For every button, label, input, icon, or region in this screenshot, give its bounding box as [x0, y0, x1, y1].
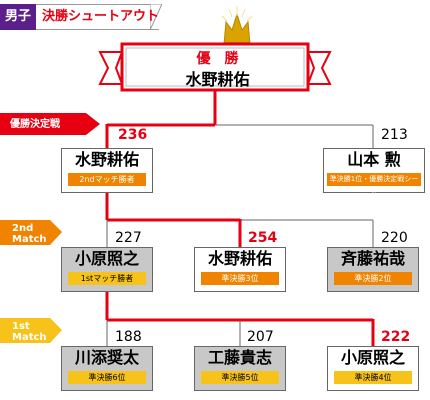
player-name: 小原照之 — [74, 249, 139, 268]
player-note: 2ndマッチ勝者 — [68, 173, 146, 186]
player-name: 斉藤祐哉 — [340, 249, 405, 268]
player-card-first-a: 川添奨太 準決勝6位 — [61, 346, 153, 391]
second-c-score: 220 — [381, 230, 408, 246]
player-card-second-c: 斉藤祐哉 準決勝2位 — [327, 247, 419, 292]
player-name: 川添奨太 — [74, 348, 139, 367]
player-note: 1stマッチ勝者 — [68, 272, 146, 285]
winner-title: 優勝 — [196, 51, 253, 67]
first-a-score: 188 — [115, 329, 142, 345]
page-title: 決勝シュートアウト — [42, 9, 160, 24]
player-name: 工藤貴志 — [207, 348, 272, 367]
player-card-first-b: 工藤貴志 準決勝5位 — [194, 346, 286, 391]
first-b-score: 207 — [247, 329, 274, 345]
first-round-ribbon — [0, 318, 62, 343]
second-round-label: 2nd Match — [12, 223, 47, 251]
player-card-second-b: 水野耕佑 準決勝3位 — [194, 247, 286, 292]
first-round-label: 1st Match — [12, 321, 47, 349]
player-name: 山本 勲 — [347, 150, 401, 169]
second-round-ribbon — [0, 220, 62, 245]
player-note: 準決勝5位 — [201, 371, 279, 384]
second-b-score: 254 — [248, 230, 278, 246]
player-name: 水野耕佑 — [207, 249, 272, 268]
final-round-ribbon — [0, 113, 100, 135]
player-card-final-left: 水野耕佑 2ndマッチ勝者 — [61, 148, 153, 193]
winner-name: 水野耕佑 — [185, 70, 250, 89]
final-right-score: 213 — [381, 127, 408, 143]
player-note: 準決勝4位 — [334, 371, 412, 384]
final-round-label: 優勝決定戦 — [10, 119, 60, 130]
player-note: 準決勝2位 — [334, 272, 412, 285]
second-a-score: 227 — [115, 230, 142, 246]
first-c-score: 222 — [381, 329, 411, 345]
player-card-final-right: 山本 勲 準決勝1位・優勝決定戦シード — [323, 148, 425, 196]
player-name: 小原照之 — [340, 348, 405, 367]
player-note: 準決勝6位 — [68, 371, 146, 384]
gender-badge: 男子 — [0, 4, 36, 30]
final-left-score: 236 — [118, 127, 148, 143]
crown-icon — [221, 6, 253, 45]
first-round-label-line2: Match — [12, 332, 47, 343]
player-name: 水野耕佑 — [74, 150, 139, 169]
player-note: 準決勝1位・優勝決定戦シード — [327, 173, 421, 196]
player-card-first-c: 小原照之 準決勝4位 — [327, 346, 419, 391]
second-round-label-line1: 2nd — [12, 223, 34, 234]
player-card-second-a: 小原照之 1stマッチ勝者 — [61, 247, 153, 292]
second-round-label-line2: Match — [12, 234, 47, 245]
header-tip — [150, 4, 162, 30]
player-note: 準決勝3位 — [201, 272, 279, 285]
winner-banner — [98, 42, 332, 92]
first-round-label-line1: 1st — [12, 321, 30, 332]
